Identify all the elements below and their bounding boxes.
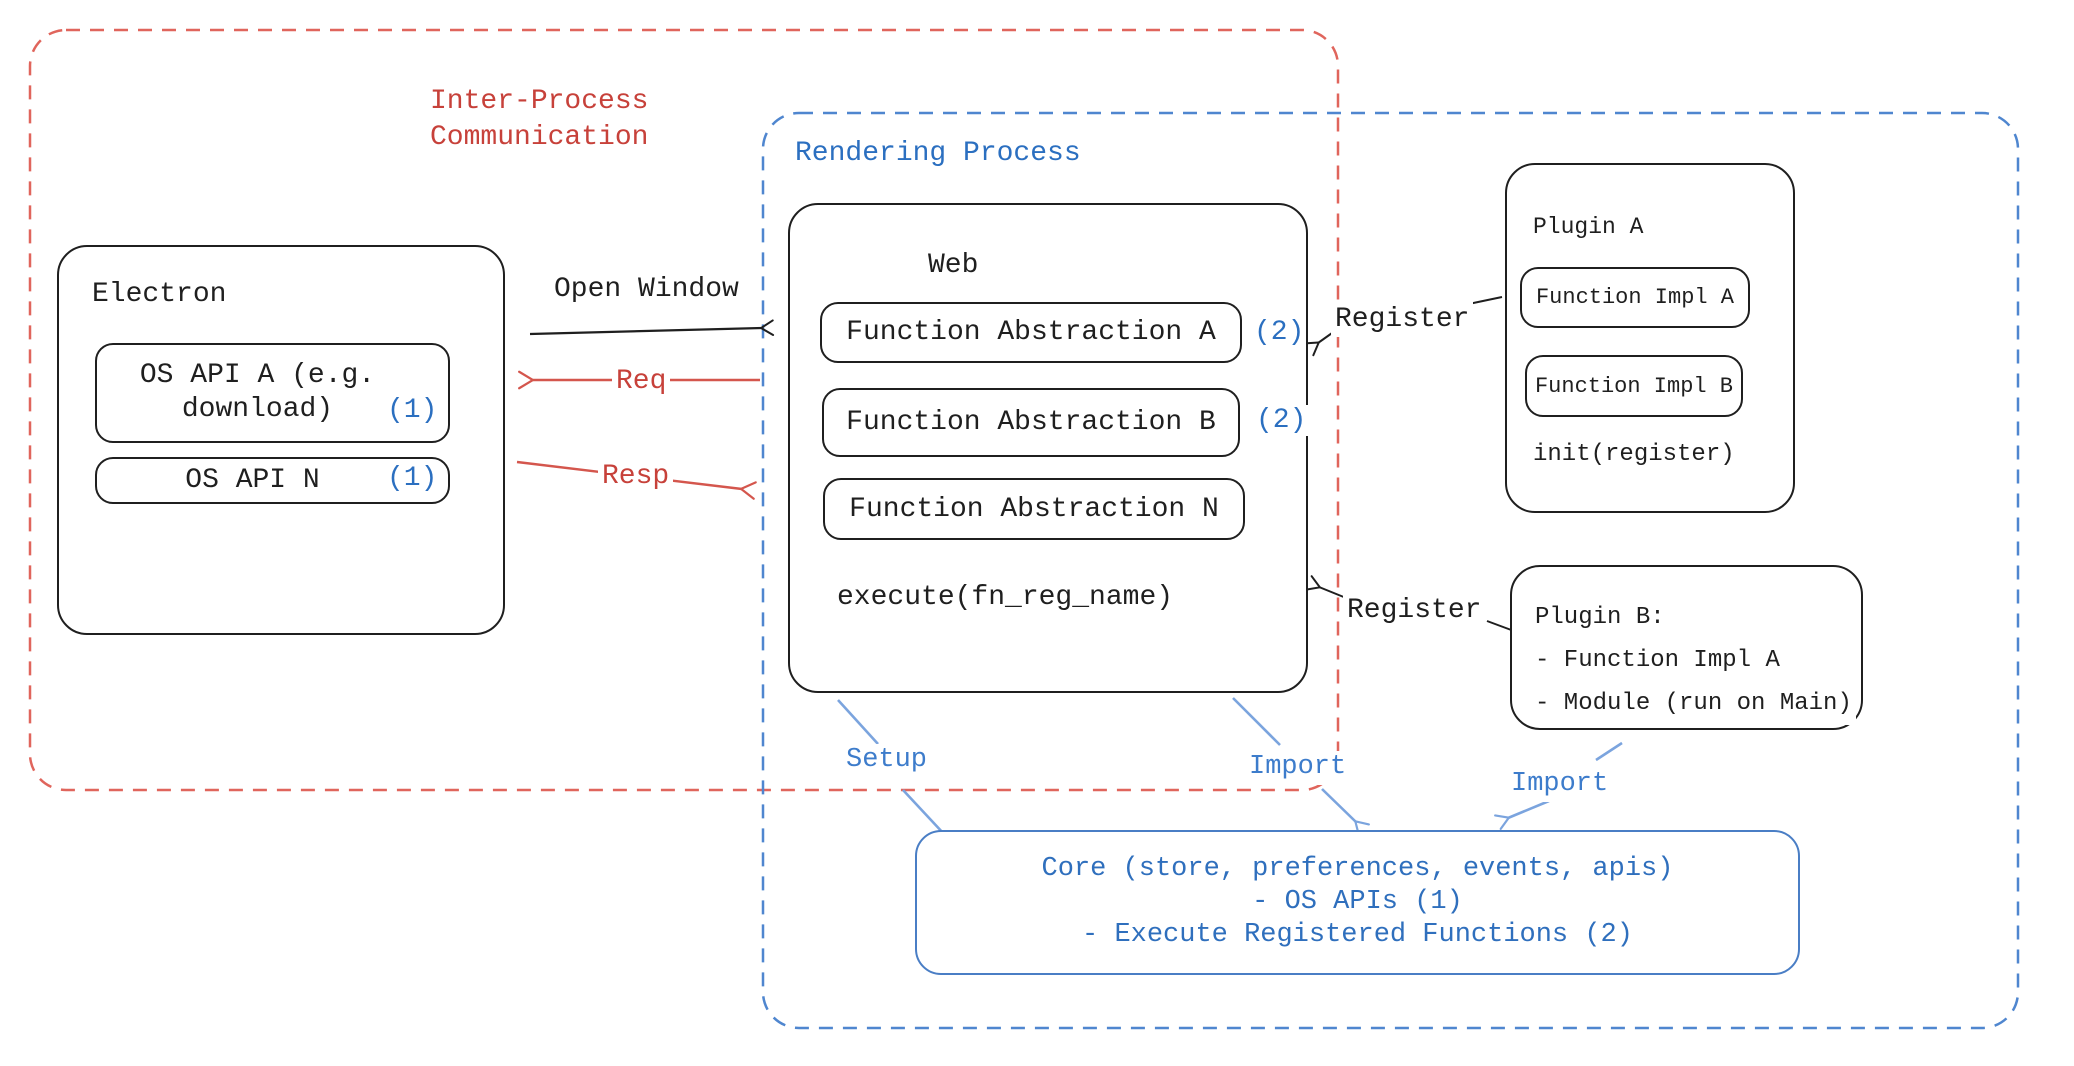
function-impl-b-label: Function Impl B (1534, 373, 1734, 399)
import-web-line-upper (1232, 697, 1281, 746)
os-api-n-badge: (1) (385, 463, 440, 494)
function-abstraction-b-label: Function Abstraction B (846, 407, 1216, 438)
req-label: Req (612, 364, 671, 399)
plugin-b-line2: - Function Impl A (1535, 647, 1780, 674)
setup-arrow (902, 789, 944, 834)
core-line2: - OS APIs (1) (1252, 887, 1463, 917)
os-api-a-label: OS API A (e.g.download) (140, 359, 375, 427)
plugin-a-init-label: init(register) (1529, 440, 1739, 470)
os-api-a-line2: download) (181, 394, 334, 425)
import-web-label: Import (1245, 751, 1351, 785)
web-title: Web (924, 248, 983, 283)
function-abstraction-b-badge: (2) (1254, 405, 1309, 436)
import-plugin-label: Import (1507, 768, 1613, 802)
os-api-a-box: OS API A (e.g.download) (95, 343, 450, 443)
function-impl-a-box: Function Impl A (1520, 267, 1750, 328)
function-abstraction-a-label: Function Abstraction A (846, 317, 1216, 348)
function-impl-a-label: Function Impl A (1535, 285, 1735, 310)
ipc-dashed-frame (28, 28, 1340, 792)
open-window-arrow (529, 328, 762, 334)
resp-label: Resp (598, 459, 674, 494)
import-web-arrow (1321, 788, 1356, 822)
function-abstraction-a-badge: (2) (1252, 317, 1307, 348)
function-abstraction-a-box: Function Abstraction A (820, 302, 1242, 363)
function-abstraction-b-box: Function Abstraction B (822, 388, 1240, 457)
plugin-b-text: Plugin B: - Function Impl A - Module (run … (1531, 596, 1856, 725)
open-window-label: Open Window (550, 272, 743, 307)
plugin-a-title: Plugin A (1529, 213, 1648, 242)
setup-label: Setup (842, 744, 932, 778)
core-line3: - Execute Registered Functions (2) (1082, 920, 1633, 950)
os-api-a-badge: (1) (385, 395, 440, 426)
function-abstraction-n-box: Function Abstraction N (823, 478, 1245, 540)
ipc-label-line2: Communication (430, 122, 649, 153)
core-line1: Core (store, preferences, events, apis) (1041, 854, 1674, 884)
register-b-label: Register (1343, 593, 1486, 628)
core-box: Core (store, preferences, events, apis) … (915, 830, 1800, 975)
import-plugin-arrow (1508, 799, 1550, 818)
import-plugin-line-upper (1595, 741, 1623, 762)
function-impl-b-box: Function Impl B (1525, 355, 1743, 417)
plugin-b-line3: - Module (run on Main) (1535, 690, 1852, 717)
ipc-label-line1: Inter-Process (430, 86, 649, 117)
rendering-process-dashed-frame (761, 111, 2020, 1030)
os-api-a-line1: OS API A (e.g. (139, 360, 376, 391)
function-abstraction-n-label: Function Abstraction N (849, 493, 1219, 525)
setup-line-upper (837, 699, 879, 745)
plugin-b-line1: Plugin B: (1535, 604, 1665, 631)
execute-label: execute(fn_reg_name) (833, 580, 1178, 615)
rendering-process-label: Rendering Process (791, 136, 1085, 171)
register-a-label: Register (1331, 302, 1474, 337)
electron-title: Electron (88, 277, 231, 312)
os-api-n-label: OS API N (185, 465, 320, 496)
